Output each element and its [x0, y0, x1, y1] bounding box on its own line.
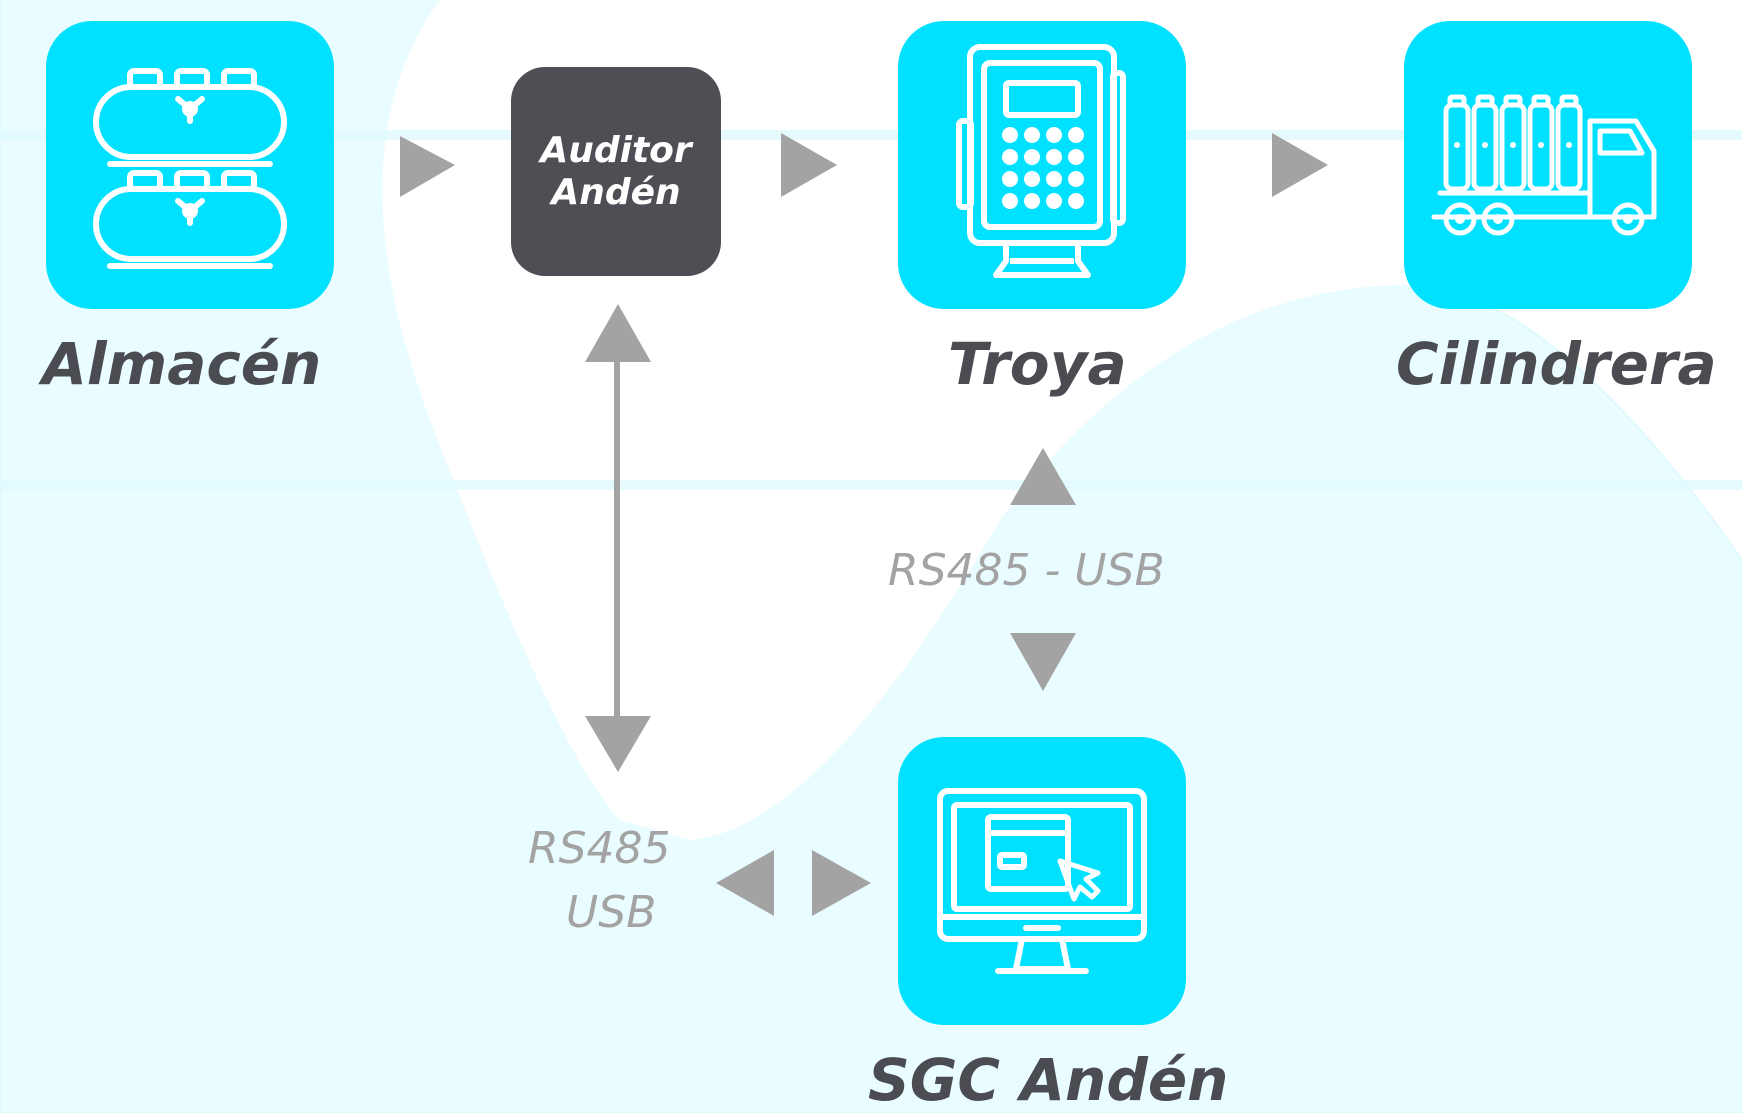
auditor-label-line2: Andén	[551, 171, 681, 213]
cilindrera-node	[1404, 21, 1692, 309]
sgc-anden-node	[898, 737, 1186, 1025]
cylinder-truck-icon	[1431, 94, 1657, 236]
sgc-anden-label: SGC Andén	[868, 1046, 1229, 1114]
troya-label: Troya	[948, 330, 1127, 398]
cilindrera-label: Cilindrera	[1396, 330, 1717, 398]
arrow-right-rs485	[812, 850, 871, 916]
auditor-sgc-connection-label-line1: RS485	[528, 823, 671, 874]
connector-line-vertical	[614, 360, 620, 718]
troya-node	[898, 21, 1186, 309]
arrow-almacen-to-auditor	[400, 136, 455, 197]
arrow-up-troya	[1010, 448, 1076, 505]
arrow-up-auditor	[585, 304, 651, 362]
auditor-anden-node: Auditor Andén	[511, 67, 721, 276]
arrow-troya-to-cilindrera	[1272, 133, 1328, 197]
desktop-computer-icon	[937, 788, 1147, 974]
auditor-sgc-connection-label-line2: USB	[566, 887, 657, 938]
troya-sgc-connection-label: RS485 - USB	[888, 545, 1165, 596]
arrow-left-rs485	[716, 850, 774, 916]
almacen-label: Almacén	[42, 330, 322, 398]
keypad-terminal-icon	[956, 44, 1126, 278]
arrow-down-sgc	[1010, 633, 1076, 691]
arrow-down-auditor	[585, 716, 651, 772]
arrow-auditor-to-troya	[781, 133, 837, 197]
storage-tanks-icon	[93, 68, 287, 269]
almacen-node	[46, 21, 334, 309]
auditor-label-line1: Auditor	[540, 129, 692, 171]
